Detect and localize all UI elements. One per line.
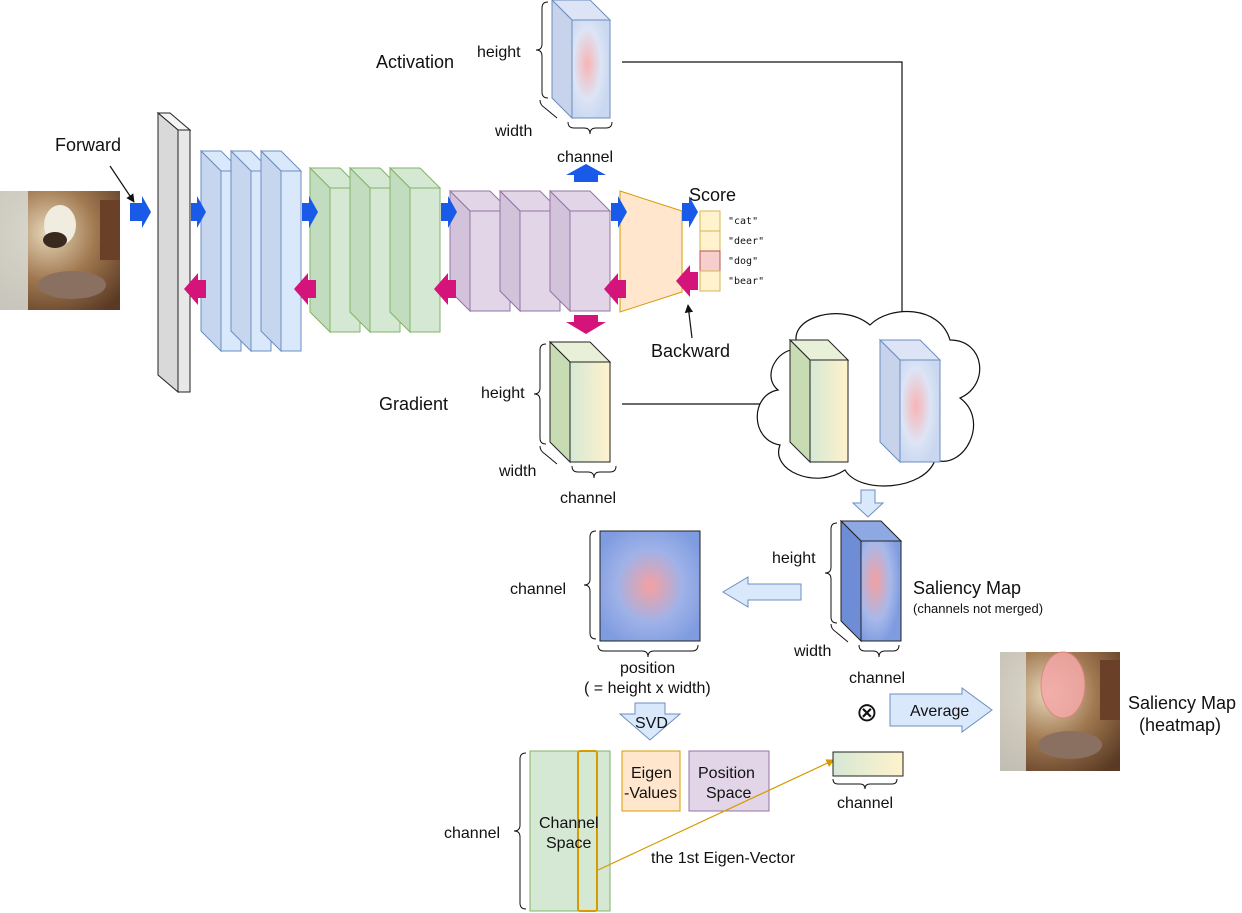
svd-label: SVD [635,715,668,732]
score-class-label: "bear" [728,276,764,287]
eigen-vector-channel-label: channel [837,795,893,812]
score-class-label: "cat" [728,216,758,227]
svd-arrow [618,702,682,741]
gradient-width-label: width [498,463,536,480]
conv-block-green [308,166,442,334]
average-arrow [889,687,993,733]
saliency-map-title: Saliency Map [913,578,1021,598]
gradient-tensor [548,340,612,464]
score-class-label: "deer" [728,236,764,247]
score-class-label: "dog" [728,256,758,267]
saliency-width-label: width [793,643,831,660]
input-image [0,191,120,310]
gradient-label: Gradient [379,394,448,414]
score-label: Score [689,185,736,205]
cloud-gradient-tensor [788,338,850,464]
input-layer [156,111,192,394]
gradient-tap-arrow [566,315,606,334]
activation-height-label: height [477,44,521,61]
matrix-position-formula: ( = height x width) [584,680,711,697]
saliency-channel-label: channel [849,670,905,687]
eigen-values-box [621,750,681,812]
backward-arrows [184,265,698,305]
average-label: Average [910,703,969,720]
channel-space-label-2: Space [546,835,591,852]
eigen-vector-label: the 1st Eigen-Vector [651,850,796,867]
score-cell [699,210,721,232]
first-eigenvector-column [577,750,598,912]
activation-channel-label: channel [557,149,613,166]
reshaped-matrix [599,530,701,642]
eigen-values-label-2: -Values [624,785,677,802]
saliency-height-label: height [772,550,816,567]
saliency-tensor [839,519,903,643]
channel-space-label-1: Channel [539,815,599,832]
position-space-label-1: Position [698,765,755,782]
activation-tap-arrow [566,164,606,182]
channel-space-channel-label: channel [444,825,500,842]
position-space-label-2: Space [706,785,751,802]
score-vector: "cat" "deer" "dog" "bear" [699,210,764,292]
score-cell [699,230,721,252]
forward-label: Forward [55,135,121,155]
heatmap-title-1: Saliency Map [1128,693,1236,713]
conv-block-blue [199,149,303,353]
classifier-head [619,190,683,313]
eigen-vector-bar [832,751,904,777]
activation-tensor [551,0,612,120]
heatmap-title-2: (heatmap) [1139,715,1221,735]
flow-arrow-left [722,576,802,608]
cloud-activation-tensor [878,338,942,464]
score-cell [699,250,721,272]
saliency-map-subtitle: (channels not merged) [913,601,1043,616]
heatmap-output-image [1000,651,1120,771]
conv-block-purple [448,189,612,313]
flow-arrow-down [851,489,885,518]
forward-arrows [130,196,698,228]
eigen-values-label-1: Eigen [631,765,672,782]
matrix-position-label: position [620,660,675,677]
activation-width-label: width [494,123,532,140]
position-space-box [688,750,770,812]
multiply-icon: ⊗ [856,697,878,727]
activation-label: Activation [376,52,454,72]
gradient-height-label: height [481,385,525,402]
backward-label: Backward [651,341,730,361]
score-cell [699,270,721,292]
gradient-channel-label: channel [560,490,616,507]
matrix-channel-label: channel [510,581,566,598]
